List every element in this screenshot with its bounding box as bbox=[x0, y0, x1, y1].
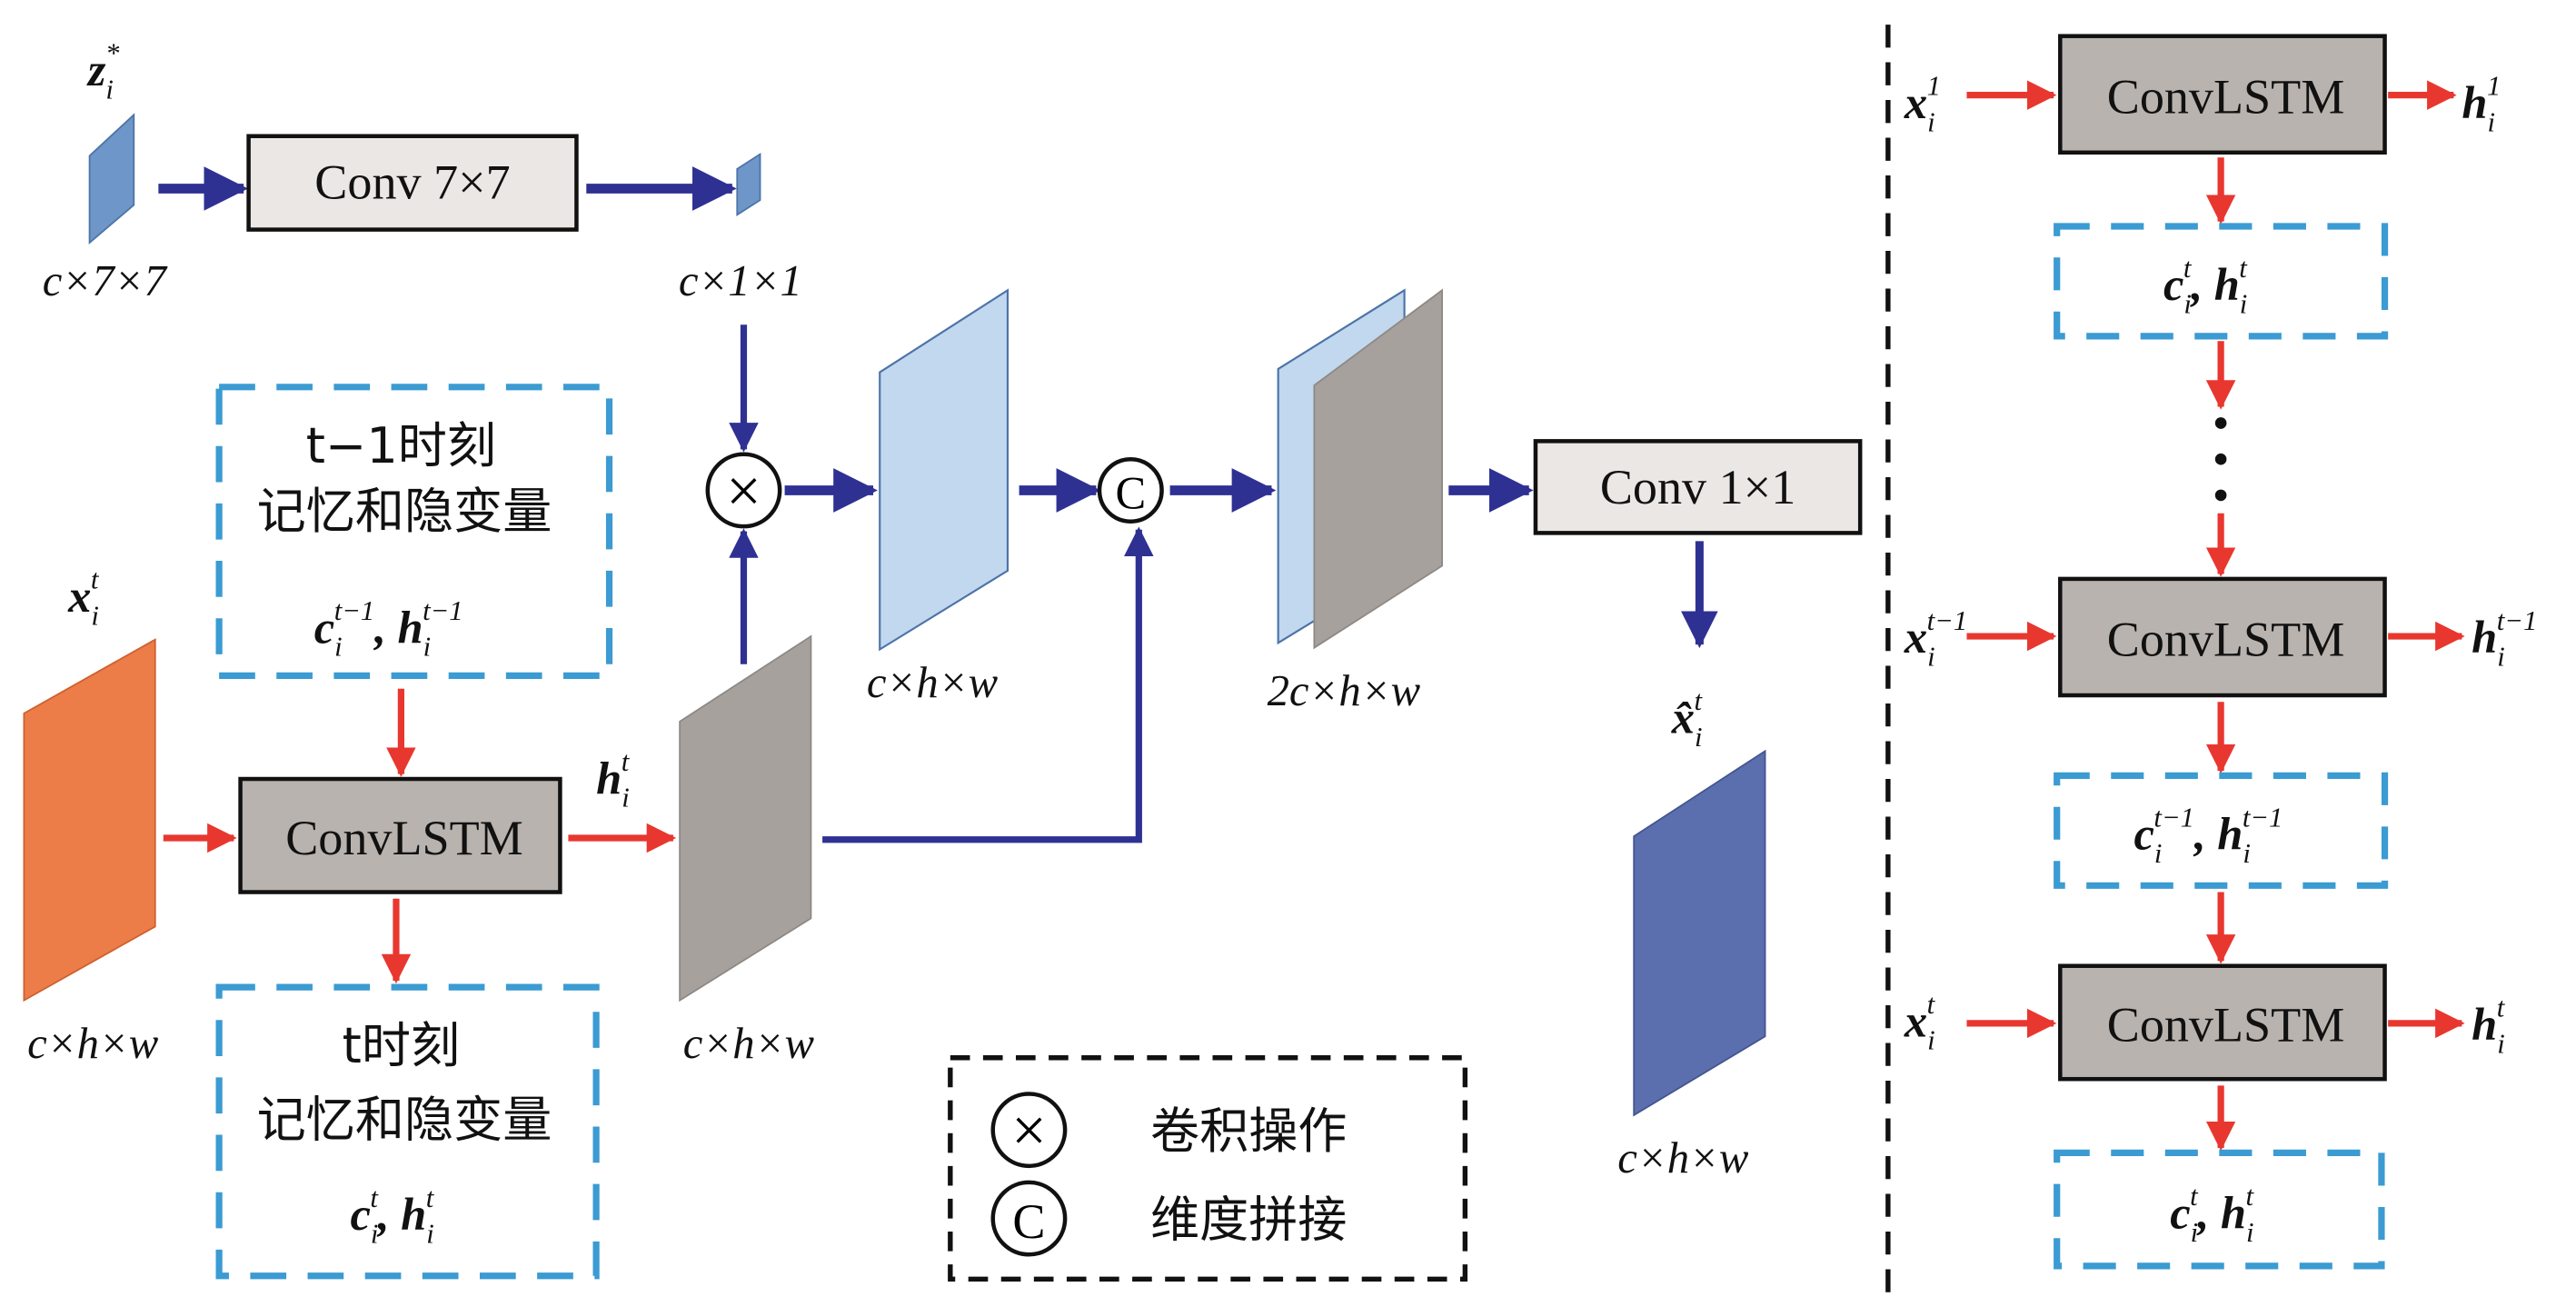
right-x2-label: xit−1 bbox=[1904, 605, 1967, 673]
prev-state-box bbox=[215, 384, 613, 679]
z-feature-map bbox=[88, 113, 135, 244]
conv1-label: Conv 1×1 bbox=[1600, 460, 1795, 514]
curr-state-box bbox=[215, 983, 600, 1280]
hidden-feature-map bbox=[679, 634, 812, 1003]
legend-box bbox=[948, 1055, 1468, 1282]
right-h2-label: hit−1 bbox=[2472, 605, 2537, 673]
input-dim-label: c×h×w bbox=[27, 1019, 159, 1068]
prev-state-line2: 记忆和隐变量 bbox=[257, 483, 552, 540]
right-state-2-vars: cit−1, hit−1 bbox=[2134, 802, 2283, 869]
right-convlstm-2-label: ConvLSTM bbox=[2107, 613, 2345, 667]
legend-mult-label: 卷积操作 bbox=[1150, 1102, 1347, 1160]
convlstm-box bbox=[238, 776, 562, 894]
arrow-hidden-to-concat bbox=[822, 526, 1154, 843]
conv7-box bbox=[246, 134, 579, 232]
right-convlstm-2 bbox=[2058, 576, 2387, 698]
legend-concat-icon bbox=[990, 1180, 1068, 1257]
right-x1-label: xi1 bbox=[1904, 71, 1941, 138]
concat-node bbox=[1097, 456, 1164, 524]
convlstm-label: ConvLSTM bbox=[285, 811, 523, 865]
conv1-box bbox=[1533, 439, 1863, 535]
concat-feature-map-gray bbox=[1313, 288, 1444, 650]
curr-state-vars: cit, hit bbox=[350, 1182, 434, 1250]
right-convlstm-1-label: ConvLSTM bbox=[2107, 69, 2345, 124]
legend-concat-label: 维度拼接 bbox=[1150, 1191, 1347, 1248]
ellipsis-dot-2 bbox=[2214, 453, 2227, 465]
right-x3-label: xit bbox=[1904, 989, 1936, 1056]
input-feature-map bbox=[23, 638, 156, 1003]
mult-feature-map bbox=[879, 288, 1010, 652]
right-state-1-vars: cit, hit bbox=[2163, 253, 2248, 320]
legend-mult-icon bbox=[990, 1092, 1068, 1169]
legend-mult-symbol: × bbox=[1011, 1096, 1047, 1165]
right-state-2 bbox=[2054, 772, 2389, 889]
h-label: hit bbox=[596, 746, 631, 813]
curr-state-line1: t时刻 bbox=[343, 1017, 460, 1074]
x-label: xit bbox=[67, 564, 100, 632]
mult-icon: × bbox=[726, 456, 761, 525]
right-convlstm-1 bbox=[2058, 34, 2387, 155]
ellipsis-dot-3 bbox=[2214, 489, 2227, 502]
conv7-label: Conv 7×7 bbox=[314, 155, 510, 209]
right-h3-label: hit bbox=[2472, 993, 2506, 1060]
mult-dim-label: c×h×w bbox=[867, 658, 999, 707]
xhat-label: x̂it bbox=[1671, 685, 1704, 753]
mult-node bbox=[705, 452, 782, 529]
concat-icon: C bbox=[1115, 467, 1146, 518]
right-state-3-vars: cit, hit bbox=[2170, 1181, 2254, 1248]
z-label: zi* bbox=[86, 38, 120, 105]
right-state-1 bbox=[2054, 223, 2389, 340]
output-feature-map bbox=[1633, 749, 1766, 1117]
right-h1-label: hi1 bbox=[2462, 71, 2501, 138]
z-out-feature-map bbox=[736, 152, 761, 217]
curr-state-line2: 记忆和隐变量 bbox=[257, 1091, 552, 1148]
output-dim-label: c×h×w bbox=[1617, 1133, 1749, 1182]
right-state-3 bbox=[2054, 1149, 2385, 1270]
prev-state-vars: cit−1, hit−1 bbox=[314, 595, 463, 663]
concat-dim-label: 2c×h×w bbox=[1268, 666, 1421, 715]
right-convlstm-3 bbox=[2058, 963, 2387, 1082]
hidden-dim-label: c×h×w bbox=[683, 1019, 815, 1068]
right-convlstm-3-label: ConvLSTM bbox=[2107, 998, 2345, 1053]
z-out-dim-label: c×1×1 bbox=[679, 256, 802, 305]
ellipsis-dot-1 bbox=[2214, 417, 2227, 429]
z-dim-label: c×7×7 bbox=[43, 256, 169, 305]
legend-concat-symbol: C bbox=[1012, 1194, 1045, 1249]
prev-state-line1: t−1时刻 bbox=[306, 417, 496, 474]
